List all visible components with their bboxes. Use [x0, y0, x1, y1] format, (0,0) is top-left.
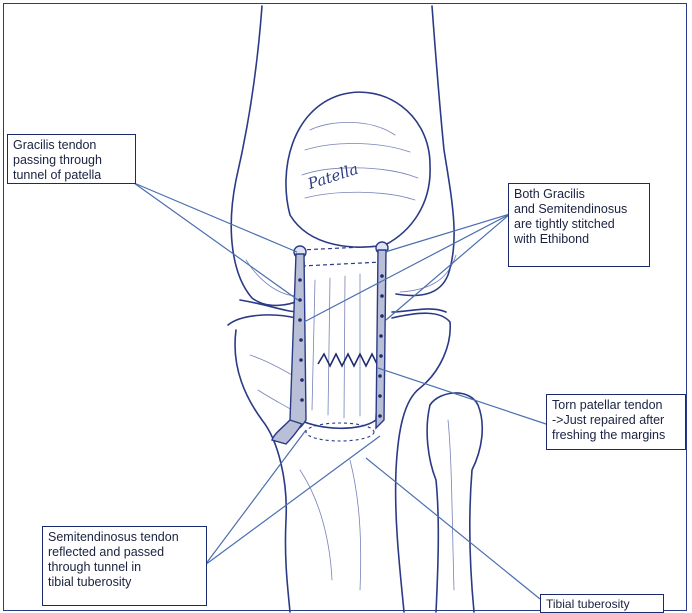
- torn-callout-line3: freshing the margins: [552, 428, 680, 443]
- stitch-dots: [298, 274, 384, 418]
- torn-tendon-callout: Torn patellar tendon ->Just repaired aft…: [546, 394, 686, 450]
- gracilis-callout-line1: Gracilis tendon: [13, 138, 130, 153]
- leader-stitched-3: [386, 214, 510, 320]
- leader-semi-2: [205, 436, 380, 565]
- stitched-callout-line4: with Ethibond: [514, 232, 644, 247]
- patella-label: Patella: [305, 160, 361, 193]
- tibial-tuberosity-callout: Tibial tuberosity: [540, 594, 664, 613]
- stitched-callout-line2: and Semitendinosus: [514, 202, 644, 217]
- stitched-callout-line1: Both Gracilis: [514, 187, 644, 202]
- tibial-tunnel: [306, 423, 374, 441]
- stitched-callout-line3: are tightly stitched: [514, 217, 644, 232]
- femoral-condyle-line: [246, 260, 298, 296]
- femur-outline-right: [396, 6, 454, 296]
- leader-semi-1: [205, 430, 306, 565]
- gracilis-callout: Gracilis tendon passing through tunnel o…: [7, 134, 136, 184]
- femoral-condyle-line-r: [400, 255, 456, 292]
- patellar-tunnel: [300, 246, 384, 266]
- repair-stitch: [318, 354, 378, 366]
- semi-callout-line1: Semitendinosus tendon: [48, 530, 201, 545]
- tibia-outline-right: [392, 313, 450, 612]
- leader-tibial: [366, 458, 540, 599]
- gracilis-graft: [286, 254, 306, 433]
- torn-callout-line1: Torn patellar tendon: [552, 398, 680, 413]
- stitched-callout: Both Gracilis and Semitendinosus are tig…: [508, 183, 650, 267]
- semi-callout-line3: through tunnel in: [48, 560, 201, 575]
- torn-callout-line2: ->Just repaired after: [552, 413, 680, 428]
- semitendinosus-callout: Semitendinosus tendon reflected and pass…: [42, 526, 207, 606]
- gracilis-callout-line3: tunnel of patella: [13, 168, 130, 183]
- gracilis-callout-line2: passing through: [13, 153, 130, 168]
- tibial-callout-line1: Tibial tuberosity: [546, 597, 658, 612]
- leader-stitched-2: [304, 214, 510, 322]
- semi-callout-line2: reflected and passed: [48, 545, 201, 560]
- fibula-shading: [448, 420, 454, 590]
- tendon-fibres: [312, 274, 360, 418]
- semi-callout-line4: tibial tuberosity: [48, 575, 201, 590]
